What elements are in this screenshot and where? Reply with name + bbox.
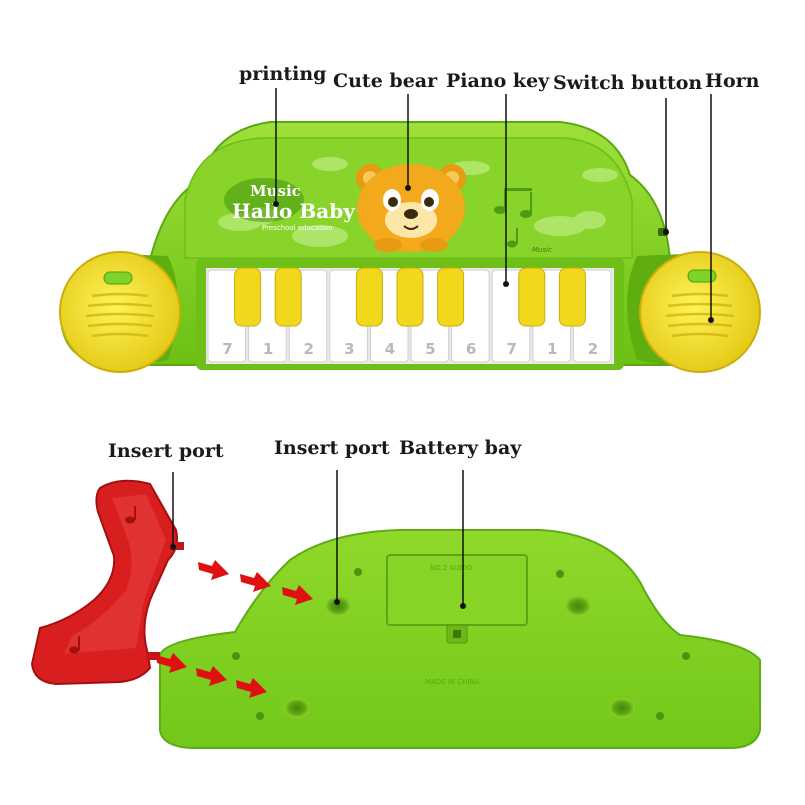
yellow-key [396,267,424,327]
horn-speaker [627,251,761,373]
piano-front: Music Hallo Baby Preschool education Mus… [59,121,761,373]
battery-bay: NO.2 AUDIO [386,554,528,644]
music-note-icon [494,188,532,248]
label-insert-port-left: Insert port [108,440,224,462]
left-speaker [59,251,181,373]
pointer-lines-top [275,88,712,320]
key-number-label: 7 [507,340,517,358]
key-number-label: 1 [263,340,273,358]
key-number-label: 2 [588,340,598,358]
label-printing: printing [239,63,327,85]
insert-port-holes [232,568,690,720]
print-text-brand: Hallo Baby [232,199,356,223]
yellow-key [234,267,262,327]
label-battery-bay: Battery bay [399,437,522,459]
battery-model-text: NO.2 AUDIO [430,564,473,572]
key-number-label: 7 [222,340,232,358]
key-number-label: 4 [385,340,395,358]
print-text-corner: Music [532,246,552,254]
yellow-key [355,267,383,327]
label-switch-button: Switch button [553,72,703,94]
yellow-key [437,267,465,327]
music-note-icon [69,506,136,654]
yellow-key [274,267,302,327]
key-number-label: 6 [466,340,476,358]
made-in-text: MADE IN CHINA [425,678,480,686]
arrow-right-icon [156,560,313,698]
key-number-label: 2 [304,340,314,358]
label-horn: Horn [705,70,760,92]
label-cute-bear: Cute bear [333,70,438,92]
printing-logo: Music Hallo Baby Preschool education [224,178,356,232]
print-text-subtitle: Preschool education [262,224,333,232]
piano-back: NO.2 AUDIO MADE IN CHINA [159,529,761,749]
bear-face-icon [356,164,466,252]
yellow-key [518,267,546,327]
label-insert-port-center: Insert port [274,437,390,459]
key-number-label: 5 [425,340,435,358]
yellow-key [558,267,586,327]
pointer-lines-bottom [172,470,464,606]
red-stand [30,479,184,686]
key-number-label: 3 [344,340,354,358]
label-piano-key: Piano key [446,70,550,92]
key-number-label: 1 [547,340,557,358]
